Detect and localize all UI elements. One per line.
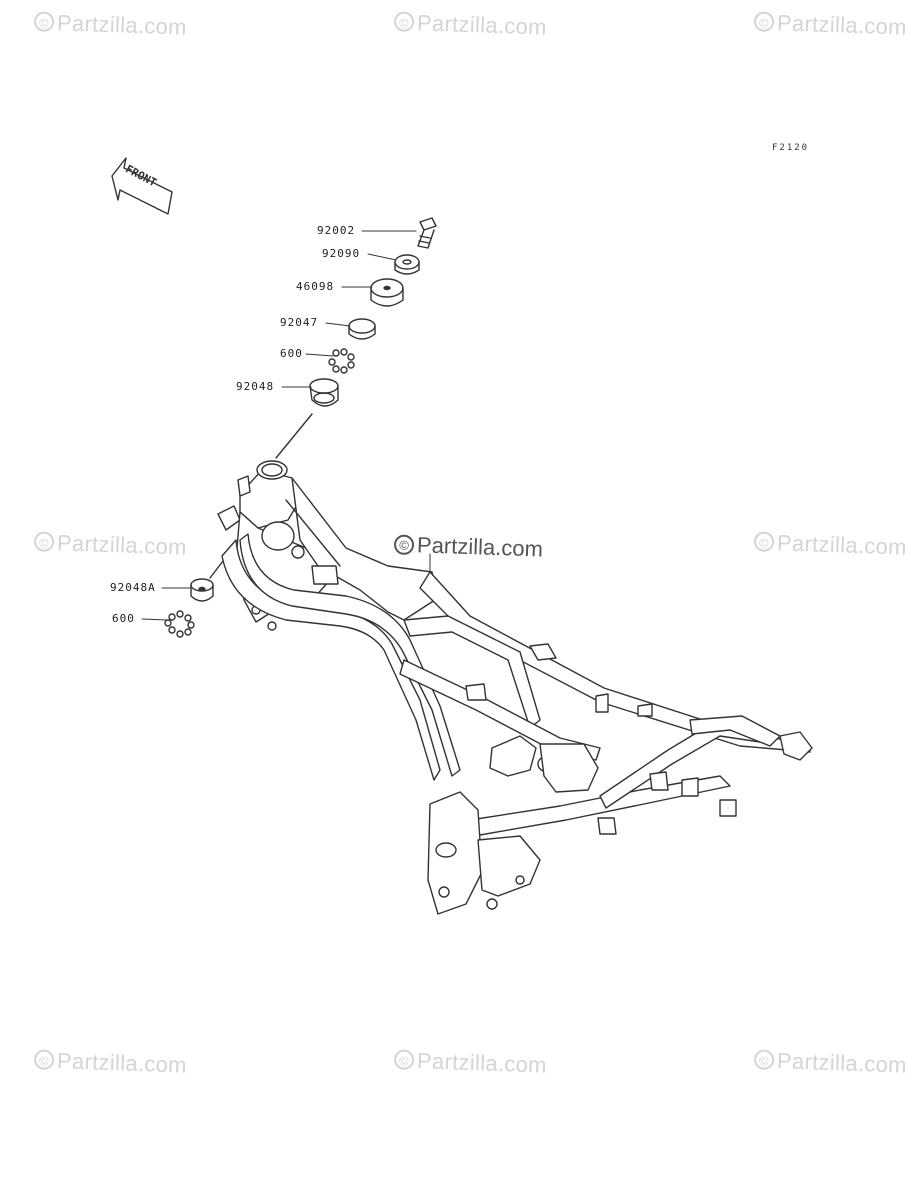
front-arrow-icon: FRONT [111,157,173,215]
frame-main [217,460,813,915]
bolt-92002 [417,217,437,249]
steel-balls-600-upper [328,348,355,374]
seal-92047 [348,318,376,340]
part-label-600-lower[interactable]: 600 [112,612,135,625]
part-label-46098[interactable]: 46098 [296,280,335,293]
figure-reference: F2120 [772,143,810,153]
nut-92090 [394,254,420,275]
race-92048 [309,378,339,407]
part-label-92048[interactable]: 92048 [236,380,275,393]
race-92048A [190,578,214,602]
part-label-92048A[interactable]: 92048A [110,581,156,594]
washer-46098 [370,278,404,307]
part-label-92002[interactable]: 92002 [317,224,356,237]
part-label-92090[interactable]: 92090 [322,247,361,260]
part-label-600-upper[interactable]: 600 [280,347,303,360]
part-label-92047[interactable]: 92047 [280,316,319,329]
steel-balls-600-lower [164,610,195,638]
watermark-center: ©Partzilla.com [393,531,543,562]
